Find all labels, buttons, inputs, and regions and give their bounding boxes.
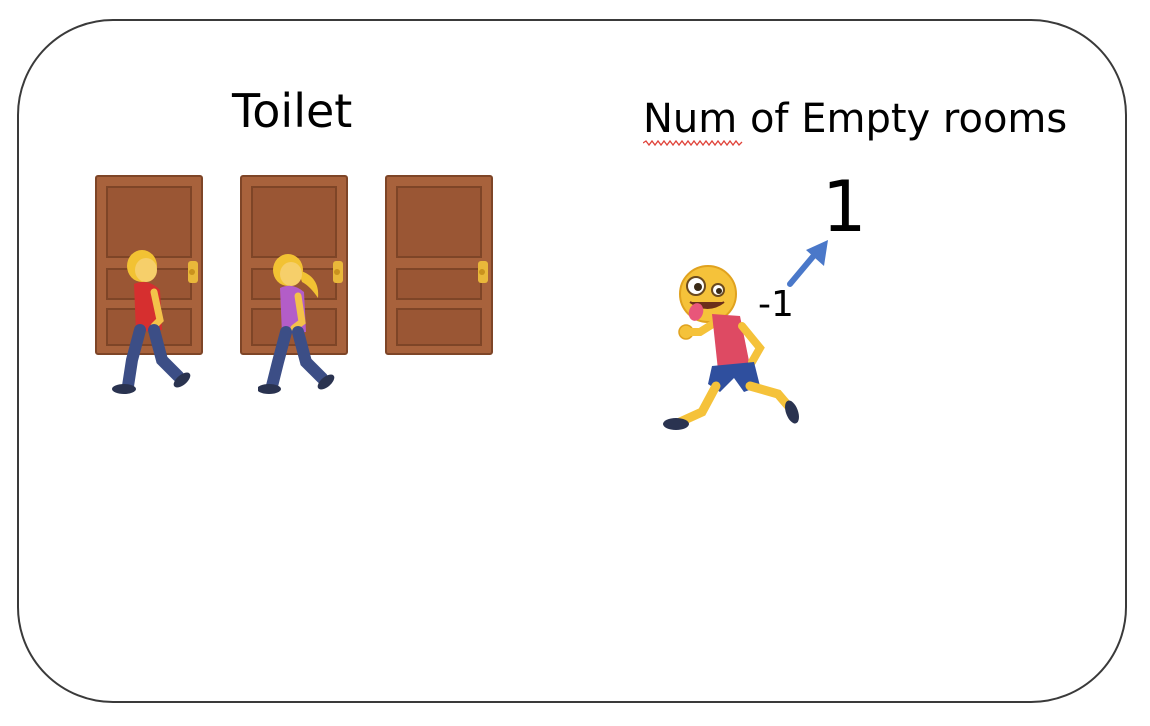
empty-room-count: 1: [822, 166, 867, 248]
toilet-door-3: [385, 175, 493, 355]
spellcheck-underline: [643, 139, 743, 147]
toilet-door-1: [95, 175, 203, 355]
running-person-icon: [663, 265, 799, 430]
empty-rooms-title: Num of Empty rooms: [643, 96, 1068, 142]
man-walking-icon: [112, 250, 191, 394]
decrement-label: -1: [758, 284, 794, 325]
diagram-frame: [17, 19, 1127, 703]
toilet-title: Toilet: [232, 84, 353, 138]
up-arrow-icon: [787, 240, 828, 287]
woman-walking-icon: [258, 254, 335, 394]
